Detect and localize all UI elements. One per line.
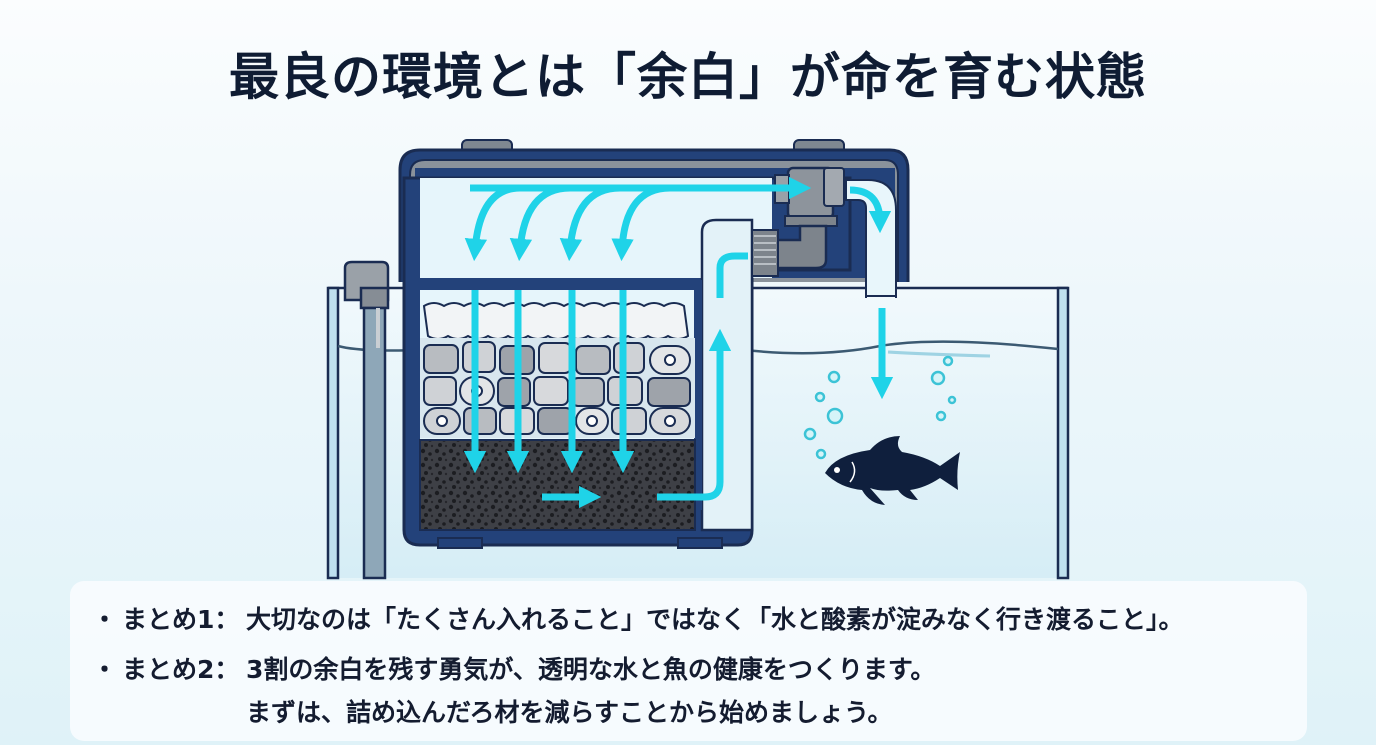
page-title: 最良の環境とは「余白」が命を育む状態 [229, 48, 1147, 106]
filter-diagram [326, 139, 1070, 580]
bubbles [803, 355, 957, 460]
porous-media-layer [419, 439, 696, 531]
summary-text-2b: まずは、詰め込んだろ材を減らすことから始めましょう。 [246, 698, 893, 727]
summary-text-2a: 3割の余白を残す勇気が、透明な水と魚の健康をつくります。 [246, 655, 936, 684]
intake-pipe [343, 260, 390, 580]
bullet: ・ [92, 605, 118, 634]
filter-wool-layer [422, 302, 690, 340]
bullet: ・ [92, 655, 118, 684]
summary-text-1: 大切なのは「たくさん入れること」ではなく「水と酸素が淀みなく行き渡ること」。 [246, 605, 1184, 634]
flow-arrows [463, 176, 894, 509]
fish-icon [825, 436, 960, 505]
ceramic-ring-layer [420, 338, 695, 438]
summary-label-1: まとめ1： [122, 605, 240, 634]
summary-label-2: まとめ2： [122, 655, 240, 684]
summary-box: ・ まとめ1： 大切なのは「たくさん入れること」ではなく「水と酸素が淀みなく行き… [70, 581, 1307, 741]
outlet-channel [845, 179, 897, 298]
